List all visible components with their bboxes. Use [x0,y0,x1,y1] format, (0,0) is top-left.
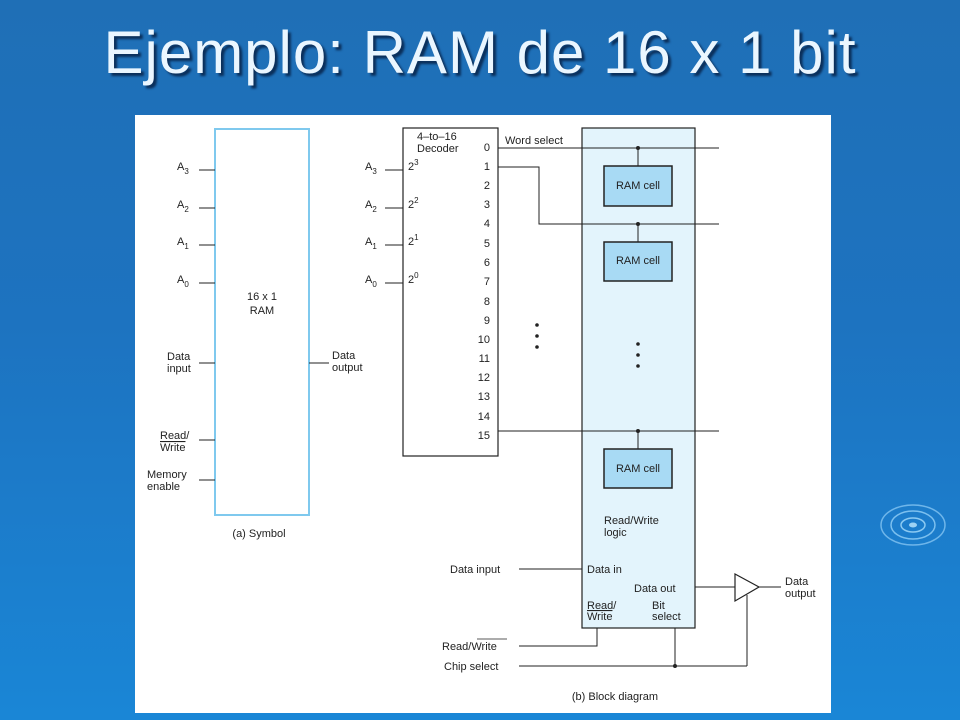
ram-symbol-box [214,128,310,516]
symbol-input-a3: A3 [177,161,189,176]
ram-cell-label: RAM cell [616,180,660,192]
symbol-data-input-label-2: input [167,363,191,375]
symbol-read-write-label-1: Read/ [160,430,190,442]
decoder-output: 10 [478,334,490,346]
decoder-title-2: Decoder [417,143,459,155]
decoder-output: 7 [484,276,490,288]
block-caption: (b) Block diagram [572,691,658,703]
output-buffer [734,572,761,603]
rw-inner-label-1: Read/ [587,600,617,612]
decoder-box [402,127,499,457]
ram-cell-label: RAM cell [616,463,660,475]
ram-cell [603,448,673,489]
decoder-inputs: A3 23 A2 22 A1 21 A0 20 [365,158,419,289]
ram-cell [603,165,673,207]
decoder-input-a3: A3 [365,161,377,176]
decoder-output: 14 [478,411,490,423]
ram-cell-label: RAM cell [616,255,660,267]
decoder-title-1: 4–to–16 [417,131,457,143]
block-data-input-label: Data input [450,564,500,576]
symbol-input-a0: A0 [177,274,189,289]
symbol-memory-enable-label-2: enable [147,481,180,493]
decoder-output: 0 [484,142,490,154]
ripple-decoration [880,504,946,546]
decoder-output: 6 [484,257,490,269]
decoder-input-pow-0: 20 [408,271,419,286]
block-data-output-label-2: output [785,588,816,600]
decoder-input-a0: A0 [365,274,377,289]
diagram-panel: 16 x 1 RAM A3 A2 A1 A0 Data input Read/ … [135,115,831,713]
block-data-output-label-1: Data [785,576,809,588]
data-in-label: Data in [587,564,622,576]
decoder-outputs: 0 1 2 3 4 5 6 7 8 9 10 11 12 13 14 15 [478,142,490,442]
symbol-memory-enable-label-1: Memory [147,469,187,481]
symbol-data-output-label-1: Data [332,350,356,362]
block-section: 4–to–16 Decoder A3 23 A2 22 A1 21 A0 20 … [365,127,816,703]
decoder-output: 5 [484,238,490,250]
decoder-output: 15 [478,430,490,442]
symbol-address-inputs: A3 A2 A1 A0 [177,161,215,289]
data-out-label: Data out [634,583,676,595]
ram-diagram: 16 x 1 RAM A3 A2 A1 A0 Data input Read/ … [147,127,816,703]
symbol-section: 16 x 1 RAM A3 A2 A1 A0 Data input Read/ … [147,128,363,540]
decoder-input-pow-1: 21 [408,233,419,248]
decoder-output: 11 [479,353,490,365]
ram-cell [603,241,673,282]
decoder-output: 9 [484,315,490,327]
bit-select-label-1: Bit [652,600,665,612]
symbol-data-input-label-1: Data [167,351,191,363]
decoder-output: 3 [484,199,490,211]
word-select-lines [498,147,719,432]
decoder-output: 12 [478,372,490,384]
symbol-input-a1: A1 [177,236,189,251]
symbol-read-write-label-2: Write [160,442,185,454]
decoder-output: 8 [484,296,490,308]
rw-logic-label-1: Read/Write [604,515,659,527]
decoder-output: 2 [484,180,490,192]
symbol-data-output-label-2: output [332,362,363,374]
word-select-label: Word select [505,135,563,147]
decoder-input-pow-3: 23 [408,158,419,173]
chip-select-label: Chip select [444,661,498,673]
decoder-output: 1 [484,161,490,173]
block-read-write-label: Read/Write [442,641,497,653]
decoder-output: 4 [484,218,490,230]
ram-symbol-label-1: 16 x 1 [247,291,277,303]
decoder-input-a2: A2 [365,199,377,214]
slide-title: Ejemplo: RAM de 16 x 1 bit [103,19,857,86]
rw-logic-label-2: logic [604,527,627,539]
ram-symbol-label-2: RAM [250,305,274,317]
symbol-input-a2: A2 [177,199,189,214]
rw-inner-label-2: Write [587,611,612,623]
decoder-input-pow-2: 22 [408,196,419,211]
memory-array [581,127,696,629]
ellipsis-dots [535,323,640,368]
symbol-caption: (a) Symbol [232,528,285,540]
decoder-input-a1: A1 [365,236,377,251]
bit-select-label-2: select [652,611,681,623]
decoder-output: 13 [478,391,490,403]
